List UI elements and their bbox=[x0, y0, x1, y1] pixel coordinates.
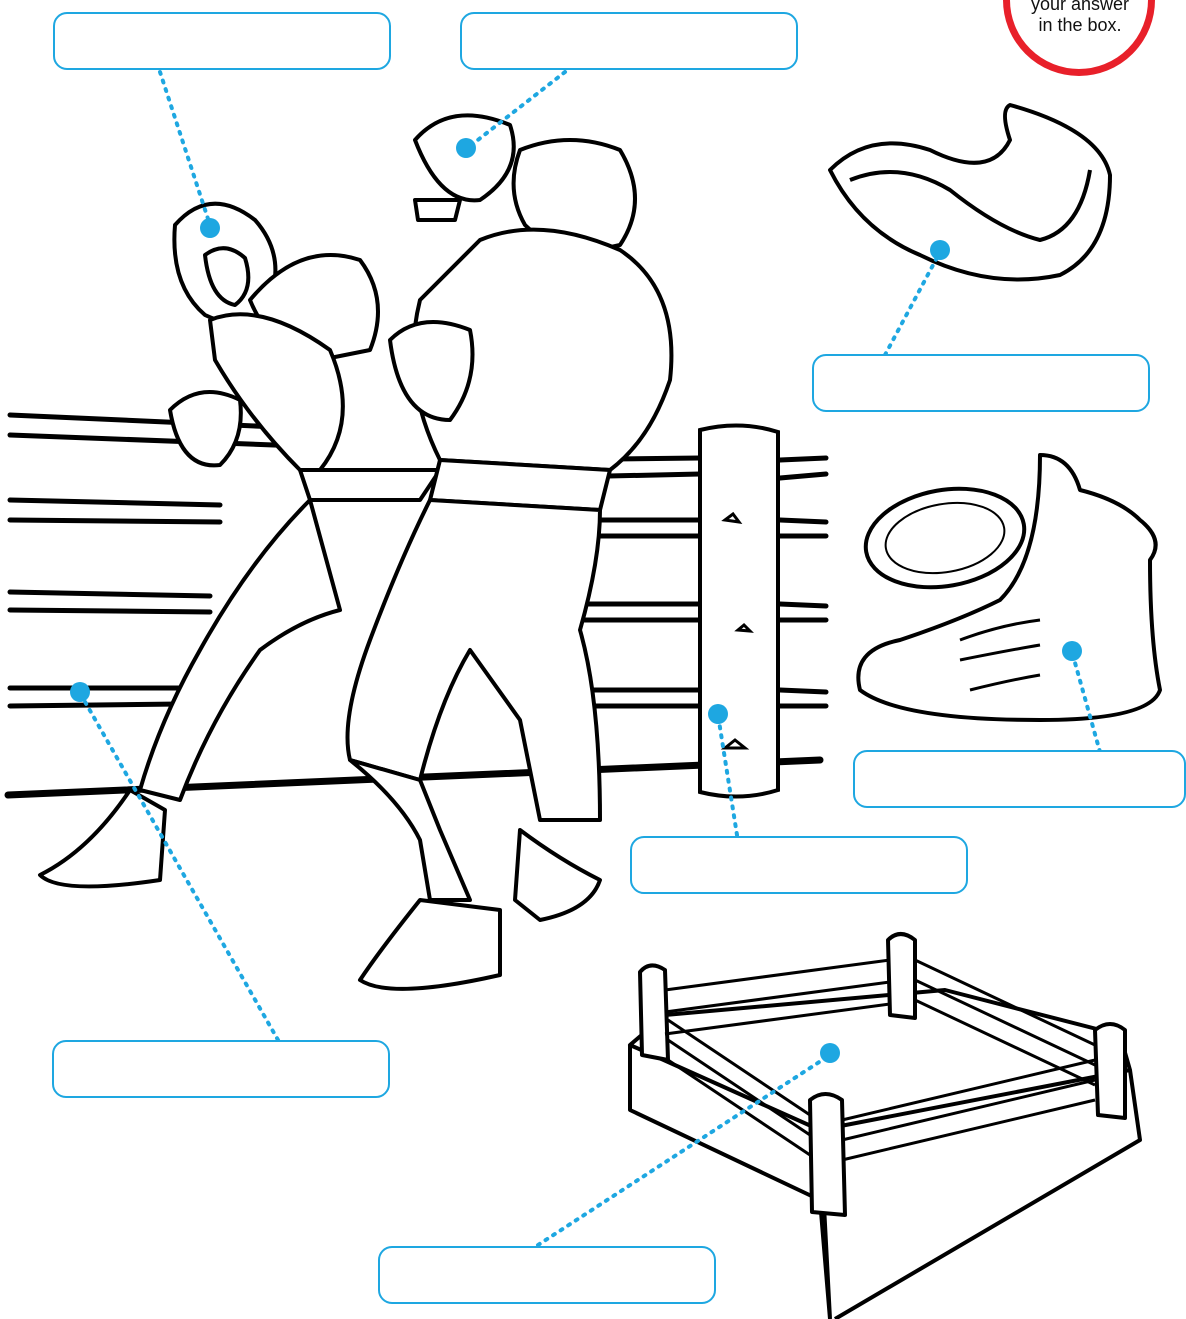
corner-post-drawing bbox=[700, 425, 778, 796]
headgear-answer-box[interactable] bbox=[53, 12, 391, 70]
boxing-shoe-answer-box[interactable] bbox=[853, 750, 1186, 808]
boxing-glove-answer-box[interactable] bbox=[460, 12, 798, 70]
marker-dot bbox=[708, 704, 728, 724]
marker-dot bbox=[200, 218, 220, 238]
marker-dot bbox=[930, 240, 950, 260]
corner-post-answer-box[interactable] bbox=[630, 836, 968, 894]
boxers-drawing bbox=[40, 115, 671, 989]
shoes-drawing bbox=[858, 455, 1160, 720]
mouthguard-drawing bbox=[830, 105, 1110, 280]
ropes-answer-box[interactable] bbox=[52, 1040, 390, 1098]
mouthguard-answer-box[interactable] bbox=[812, 354, 1150, 412]
marker-dot bbox=[456, 138, 476, 158]
marker-dot bbox=[1062, 641, 1082, 661]
marker-dot bbox=[820, 1043, 840, 1063]
marker-dot bbox=[70, 682, 90, 702]
boxing-ring-answer-box[interactable] bbox=[378, 1246, 716, 1304]
